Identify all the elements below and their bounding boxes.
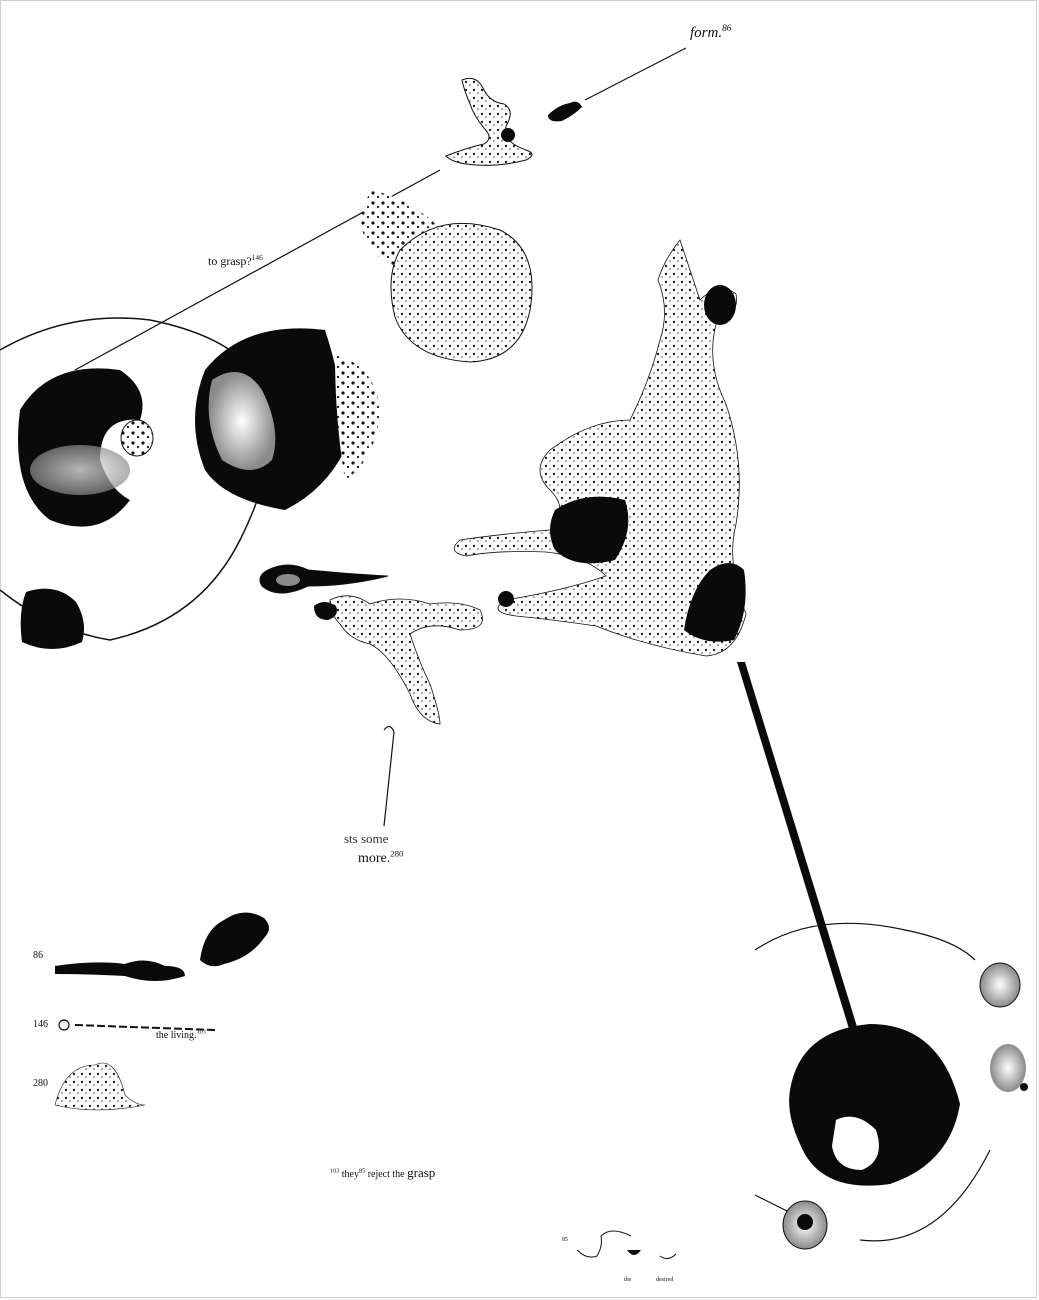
ink-dot-pebble-3 <box>797 1214 813 1230</box>
footnote-number-280: 280 <box>33 1078 48 1089</box>
grasp-phrase: to grasp? <box>208 254 252 268</box>
text-bottom-desired: desired <box>656 1277 673 1283</box>
text-more: more.280 <box>358 849 403 866</box>
ink-dot-mid <box>498 591 514 607</box>
form-ref: 86 <box>722 24 732 34</box>
ink-blob-small-mid <box>314 602 337 620</box>
ink-blob-top-small <box>548 101 582 122</box>
ink-dot-top <box>501 128 515 142</box>
arc-bottom-right <box>754 922 976 961</box>
ink-dot-right <box>1020 1083 1028 1091</box>
text-sts-some: sts some <box>344 832 388 845</box>
ink-drip-branch <box>329 595 483 725</box>
bottom-desired: desired <box>656 1277 674 1283</box>
living-phrase: the living. <box>156 1030 197 1041</box>
grasp-ref: 146 <box>251 253 263 262</box>
reject-they: they <box>341 1169 359 1180</box>
ink-stick <box>737 662 858 1032</box>
ink-branch-top <box>445 77 533 166</box>
sts-fragment: sts some <box>344 831 389 846</box>
speckled-dot-left <box>120 419 154 457</box>
black-sphere-bottom-right <box>789 1024 960 1186</box>
bottom-ref: 85 <box>562 1237 568 1243</box>
ink-blob-bottom-left <box>20 588 85 649</box>
ink-strip-86 <box>55 960 185 981</box>
text-living: the living.103 <box>156 1028 206 1041</box>
ink-dash-146 <box>74 1024 216 1031</box>
tadpole-highlight <box>276 574 300 586</box>
grey-wash-left <box>30 445 130 495</box>
tadpole-shape <box>259 564 389 594</box>
text-bottom-ref: 85 <box>562 1237 568 1243</box>
form-word: form. <box>690 25 723 41</box>
footnote-number-146: 146 <box>33 1019 48 1030</box>
reject-ref-1: 103 <box>330 1167 340 1175</box>
white-hole-middle <box>208 372 276 470</box>
more-word: more. <box>358 851 391 866</box>
text-form: form.86 <box>690 24 732 41</box>
ink-corner-right <box>684 563 746 642</box>
ink-cloud-86 <box>200 912 269 967</box>
text-grasp: to grasp?146 <box>208 253 263 268</box>
reject-ref-2: 85 <box>359 1167 366 1175</box>
footnote-number-86: 86 <box>33 950 43 961</box>
diagonal-line-top <box>584 47 687 101</box>
speckled-patch-280 <box>54 1062 146 1111</box>
white-hole-sphere <box>832 1116 879 1170</box>
outlined-pebble <box>390 222 533 363</box>
ink-cluster-right <box>550 496 629 564</box>
bottom-the: the <box>624 1277 632 1283</box>
ink-circle-146 <box>58 1019 70 1031</box>
reject-words: reject the <box>367 1169 405 1180</box>
small-curl-bottom <box>576 1230 677 1260</box>
living-ref: 103 <box>196 1028 206 1036</box>
ink-tip-right <box>704 285 736 325</box>
grey-pebble-2 <box>990 1044 1026 1092</box>
text-bottom-the: the <box>624 1277 631 1283</box>
ink-tree-right <box>453 239 747 657</box>
more-ref: 280 <box>390 848 404 859</box>
reject-grasp: grasp <box>407 1165 436 1180</box>
speckled-crescent <box>335 355 380 480</box>
text-reject: 103 they85 reject the grasp <box>330 1166 435 1180</box>
grey-pebble-1 <box>979 962 1021 1008</box>
hook-line <box>383 725 395 827</box>
half-dot-bottom <box>627 1250 641 1255</box>
